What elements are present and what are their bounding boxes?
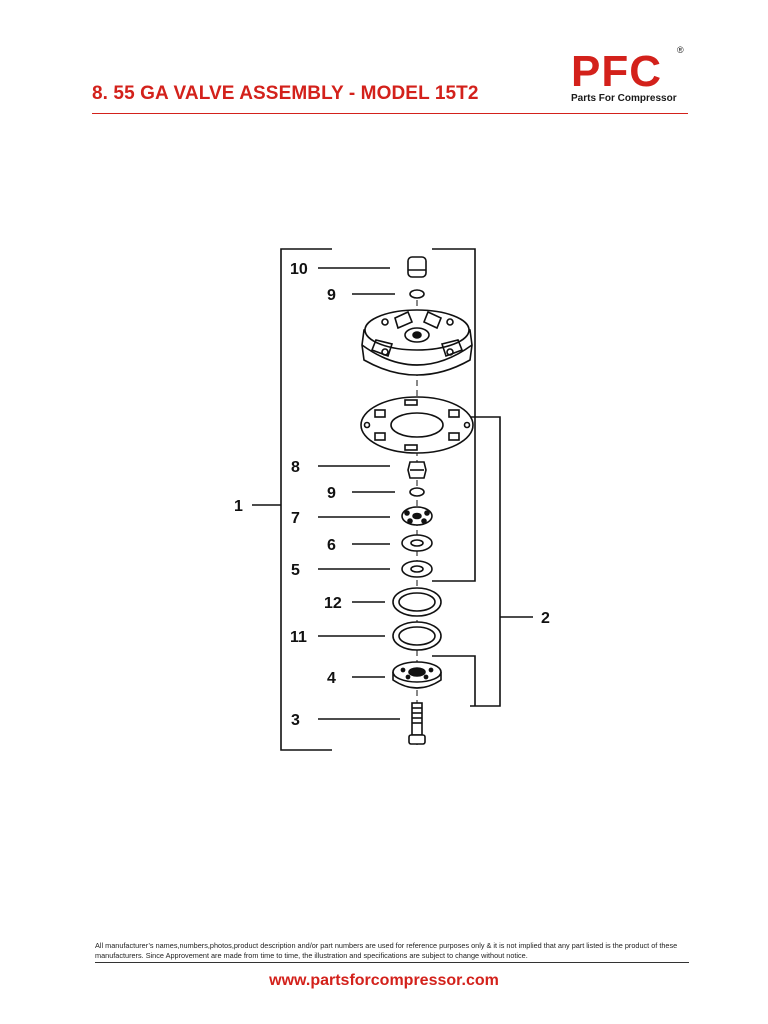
- label-part-9-top: 9: [327, 287, 336, 304]
- label-part-8: 8: [291, 459, 300, 476]
- part-3-bolt: [408, 702, 426, 745]
- pfc-logo: PFC ®: [571, 45, 684, 96]
- part-10-cap-nut: [407, 256, 427, 278]
- label-part-9-lower: 9: [327, 485, 336, 502]
- page-title: 8. 55 GA VALVE ASSEMBLY - MODEL 15T2: [92, 83, 479, 104]
- logo-tagline: Parts For Compressor: [571, 93, 677, 104]
- part-8-hex-nut: [407, 461, 427, 479]
- label-group-1: 1: [234, 498, 243, 515]
- logo-wordmark: PFC: [571, 47, 662, 96]
- label-part-4: 4: [327, 670, 336, 687]
- valve-gasket: [360, 396, 474, 454]
- website-link[interactable]: www.partsforcompressor.com: [269, 972, 499, 989]
- title-divider: [92, 113, 688, 114]
- part-5-ring: [401, 560, 433, 578]
- group-1-bracket: [280, 248, 332, 751]
- part-12-valve-disc: [392, 587, 442, 617]
- part-4-valve-seat: [392, 661, 442, 689]
- label-group-2: 2: [541, 610, 550, 627]
- label-part-12: 12: [324, 595, 342, 612]
- part-7-spring-plate: [401, 506, 433, 526]
- label-part-5: 5: [291, 562, 300, 579]
- label-part-7: 7: [291, 510, 300, 527]
- label-part-10: 10: [290, 261, 308, 278]
- part-9-washer-lower: [409, 487, 425, 497]
- valve-body: [361, 309, 473, 376]
- label-part-3: 3: [291, 712, 300, 729]
- legal-disclaimer: All manufacturer’s names,numbers,photos,…: [95, 941, 689, 963]
- label-part-11: 11: [290, 629, 307, 646]
- group-2-bracket: [467, 416, 501, 707]
- part-9-washer-top: [409, 289, 425, 299]
- part-11-valve-disc: [392, 621, 442, 651]
- part-6-ring: [401, 534, 433, 552]
- label-part-6: 6: [327, 537, 336, 554]
- registered-mark: ®: [677, 45, 684, 55]
